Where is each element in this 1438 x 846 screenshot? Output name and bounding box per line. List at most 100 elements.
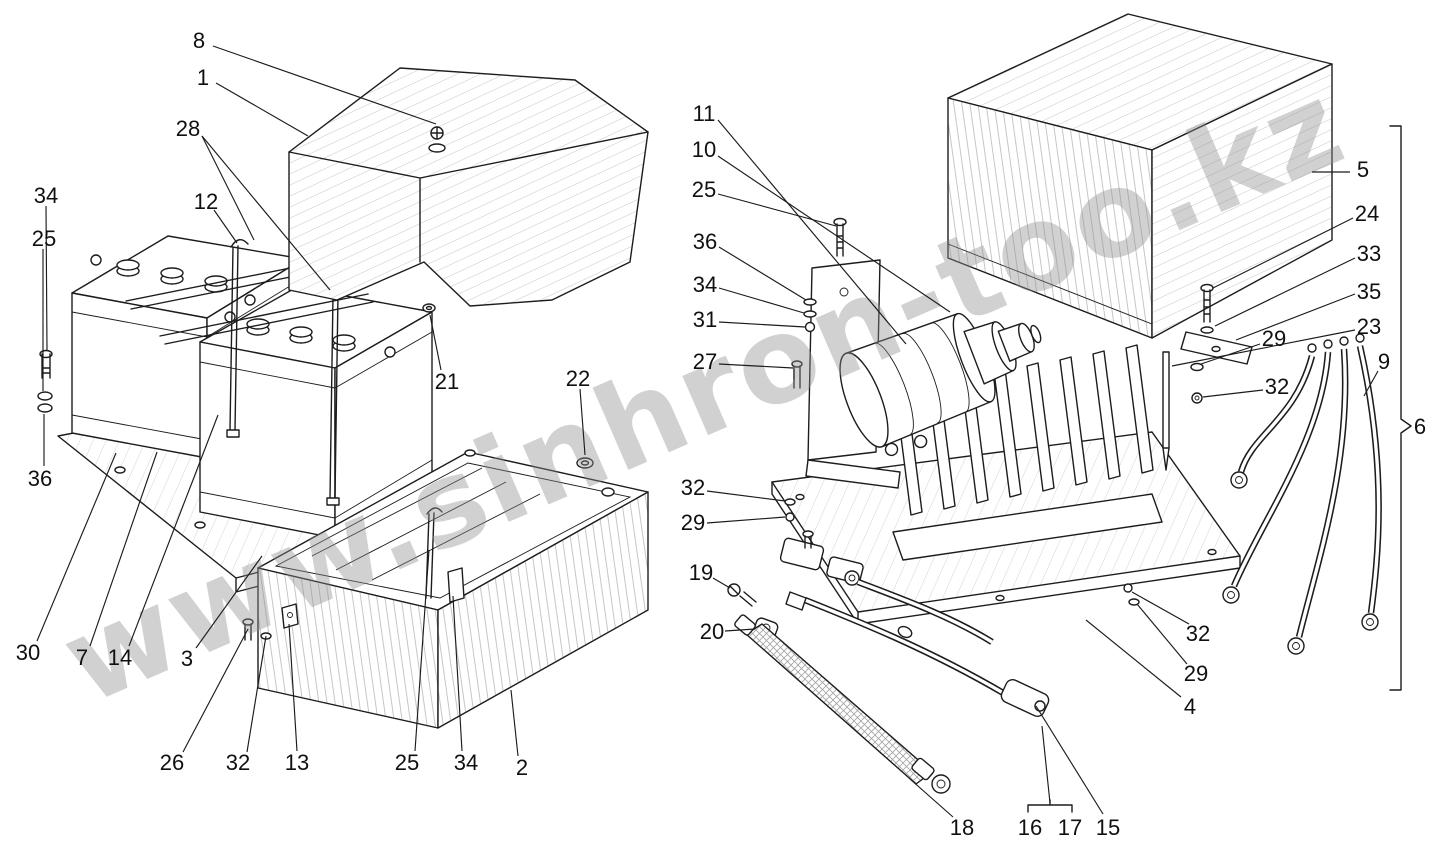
- callout-lead-29: [1200, 343, 1261, 365]
- callout-18: 18: [950, 815, 974, 840]
- callout-lead-34: [45, 205, 48, 351]
- callout-30: 30: [16, 640, 40, 665]
- callout-31: 31: [693, 307, 717, 332]
- callout-lead-28: [201, 135, 255, 241]
- callout-lead-28: [201, 135, 331, 291]
- callout-lead-2: [510, 689, 519, 757]
- callout-lead-30: [36, 452, 117, 642]
- callout-25: 25: [692, 177, 716, 202]
- callout-29: 29: [681, 510, 705, 535]
- callout-lead-32: [1202, 389, 1264, 398]
- callout-19: 19: [689, 560, 713, 585]
- callout-36: 36: [693, 229, 717, 254]
- battery-tray-drawing: [257, 449, 649, 729]
- callout-35: 35: [1357, 279, 1381, 304]
- callout-lead-29: [706, 516, 786, 524]
- callout-36: 36: [28, 466, 52, 491]
- callout-lead-8: [212, 45, 437, 125]
- solenoid-drawing: [839, 312, 1042, 457]
- callout-12: 12: [194, 189, 218, 214]
- callout-14: 14: [108, 645, 132, 670]
- callout-lead-14: [128, 414, 219, 647]
- callout-lead-16: [1041, 725, 1051, 804]
- callout-15: 15: [1096, 815, 1120, 840]
- callout-lead-25: [717, 193, 837, 227]
- callout-4: 4: [1184, 694, 1196, 719]
- callout-lead-32: [706, 490, 786, 502]
- callout-32: 32: [226, 750, 250, 775]
- callout-lead-19: [712, 577, 731, 589]
- callout-23: 23: [1357, 314, 1381, 339]
- callout-26: 26: [160, 750, 184, 775]
- callout-lead-35: [1235, 293, 1356, 341]
- callout-25: 25: [32, 226, 56, 251]
- callout-32: 32: [681, 475, 705, 500]
- callout-lead-32: [1131, 591, 1190, 625]
- callout-lead-21: [429, 314, 442, 371]
- callout-lead-29: [1136, 603, 1188, 665]
- callout-lead-12: [213, 209, 238, 244]
- callout-20: 20: [700, 619, 724, 644]
- callout-6: 6: [1414, 414, 1426, 439]
- callout-11: 11: [693, 101, 716, 126]
- callout-lead-13: [288, 623, 298, 752]
- callout-lead-20: [724, 628, 756, 632]
- callout-9: 9: [1378, 349, 1390, 374]
- callout-lead-23: [1171, 329, 1356, 367]
- callout-lead-7: [89, 451, 158, 647]
- callout-24: 24: [1355, 201, 1379, 226]
- callout-21: 21: [435, 369, 459, 394]
- callout-lead-15: [1035, 705, 1104, 815]
- callout-34: 34: [34, 183, 58, 208]
- battery-cover-drawing: [288, 67, 649, 313]
- callout-10: 10: [692, 137, 716, 162]
- callout-lead-32: [246, 635, 267, 753]
- callout-3: 3: [181, 646, 193, 671]
- callout-lead-27: [718, 363, 794, 369]
- callout-lead-24: [1212, 217, 1354, 289]
- callout-lead-31: [718, 321, 806, 328]
- callout-13: 13: [285, 750, 309, 775]
- callout-16: 16: [1018, 815, 1042, 840]
- right-group-brace: [1389, 125, 1412, 691]
- callout-32: 32: [1186, 621, 1210, 646]
- callout-34: 34: [693, 272, 717, 297]
- callout-25: 25: [395, 750, 419, 775]
- callout-lead-33: [1214, 257, 1356, 327]
- callout-lead-18: [909, 778, 954, 818]
- callout-lead-34: [718, 287, 805, 314]
- callout-lead-1: [215, 82, 309, 137]
- callout-lead-10: [717, 155, 951, 313]
- batteries-drawing: [71, 235, 433, 539]
- callout-7: 7: [76, 645, 88, 670]
- callout-34: 34: [454, 750, 478, 775]
- callout-lead-25: [414, 549, 430, 752]
- regulator-cover-drawing: [947, 13, 1333, 365]
- callout-17: 17: [1058, 815, 1082, 840]
- callout-lead-4: [1085, 619, 1182, 698]
- callout-lead-9: [1363, 370, 1379, 397]
- callout-lead-36: [718, 246, 807, 301]
- callout-33: 33: [1357, 241, 1381, 266]
- callout-1: 1: [197, 65, 209, 90]
- callout-2: 2: [516, 755, 528, 780]
- tray-small-parts-drawing: [242, 507, 465, 641]
- output-cables-drawing: [1222, 333, 1382, 655]
- callout-lead-22: [579, 388, 586, 456]
- callout-29: 29: [1262, 326, 1286, 351]
- callout-lead-3: [195, 555, 263, 649]
- left-bolt-drawing: [37, 349, 53, 413]
- callout-32: 32: [1265, 374, 1289, 399]
- callout-8: 8: [193, 28, 205, 53]
- callout-22: 22: [566, 366, 590, 391]
- callout-29: 29: [1184, 661, 1208, 686]
- callout-lead-34: [452, 595, 463, 752]
- callout-28: 28: [176, 116, 200, 141]
- callout-27: 27: [693, 349, 717, 374]
- callout-5: 5: [1357, 157, 1369, 182]
- callout-lead-11: [717, 119, 907, 345]
- callout-lead-26: [182, 628, 249, 753]
